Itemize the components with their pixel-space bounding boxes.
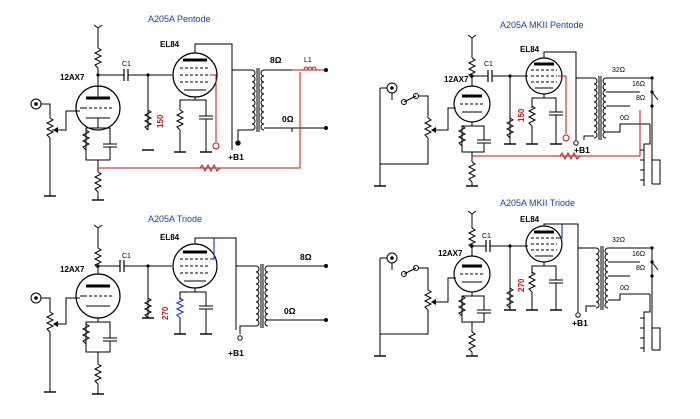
circuit-mkii-pentode: A205A MKII Pentode 12AX7 C1 (373, 20, 661, 187)
output-transformer-icon (593, 75, 607, 141)
output-32-label: 32Ω (612, 237, 625, 244)
output-16-label: 16Ω (632, 251, 645, 258)
input-jack-icon (386, 82, 398, 94)
circuit-mkii-triode: A205A MKII Triode 12AX7 C1 (373, 198, 661, 357)
power-tube-label: EL84 (160, 233, 180, 242)
output-0-label: 0Ω (620, 285, 629, 292)
power-tube-label: EL84 (160, 40, 180, 49)
coupling-cap-label: C1 (484, 61, 493, 68)
supply-label: +B1 (228, 348, 244, 358)
volume-pot-icon (46, 311, 54, 333)
supply-label: +B1 (574, 145, 590, 155)
choke-label: L1 (304, 57, 312, 64)
cathode-resistor-label: 150 (517, 108, 526, 122)
preamp-tube-label: 12AX7 (60, 73, 85, 82)
output-0-label: 0Ω (282, 114, 294, 124)
output-16-label: 16Ω (632, 81, 645, 88)
supply-label: +B1 (228, 152, 244, 162)
circuit-title: A205A MKII Triode (500, 198, 575, 208)
power-tube-label: EL84 (520, 215, 540, 224)
output-8-label: 8Ω (300, 252, 312, 262)
output-0-label: 0Ω (620, 115, 629, 122)
power-tube-label: EL84 (520, 45, 540, 54)
output-8-label: 8Ω (270, 55, 282, 65)
input-jack-icon (386, 252, 398, 264)
volume-pot-icon (424, 117, 432, 139)
output-8-label: 8Ω (636, 95, 645, 102)
output-0-label: 0Ω (284, 306, 296, 316)
output-transformer-icon (251, 67, 265, 133)
circuit-triode: A205A Triode 12AX7 C1 (30, 214, 328, 395)
output-8-label: 8Ω (636, 265, 645, 272)
preamp-tube-label: 12AX7 (60, 265, 85, 274)
circuit-title: A205A Pentode (148, 14, 211, 24)
input-jack-icon (30, 292, 42, 304)
circuit-title: A205A Triode (148, 214, 202, 224)
coupling-cap-label: C1 (122, 253, 131, 260)
supply-label: +B1 (572, 318, 588, 328)
preamp-tube-label: 12AX7 (438, 249, 463, 258)
volume-pot-icon (424, 289, 432, 311)
circuit-pentode: A205A Pentode 12AX7 C1 (30, 14, 328, 201)
output-32-label: 32Ω (612, 67, 625, 74)
coupling-cap-label: C1 (122, 61, 131, 68)
input-jack-icon (30, 98, 42, 110)
preamp-tube-label: 12AX7 (444, 75, 469, 84)
cathode-resistor-label: 270 (517, 278, 526, 292)
volume-pot-icon (46, 117, 54, 139)
circuit-title: A205A MKII Pentode (500, 20, 584, 30)
coupling-cap-label: C1 (482, 233, 491, 240)
cathode-resistor-label: 270 (161, 306, 170, 320)
output-transformer-icon (595, 245, 609, 311)
cathode-resistor-label: 150 (156, 114, 165, 128)
output-transformer-icon (255, 263, 269, 329)
